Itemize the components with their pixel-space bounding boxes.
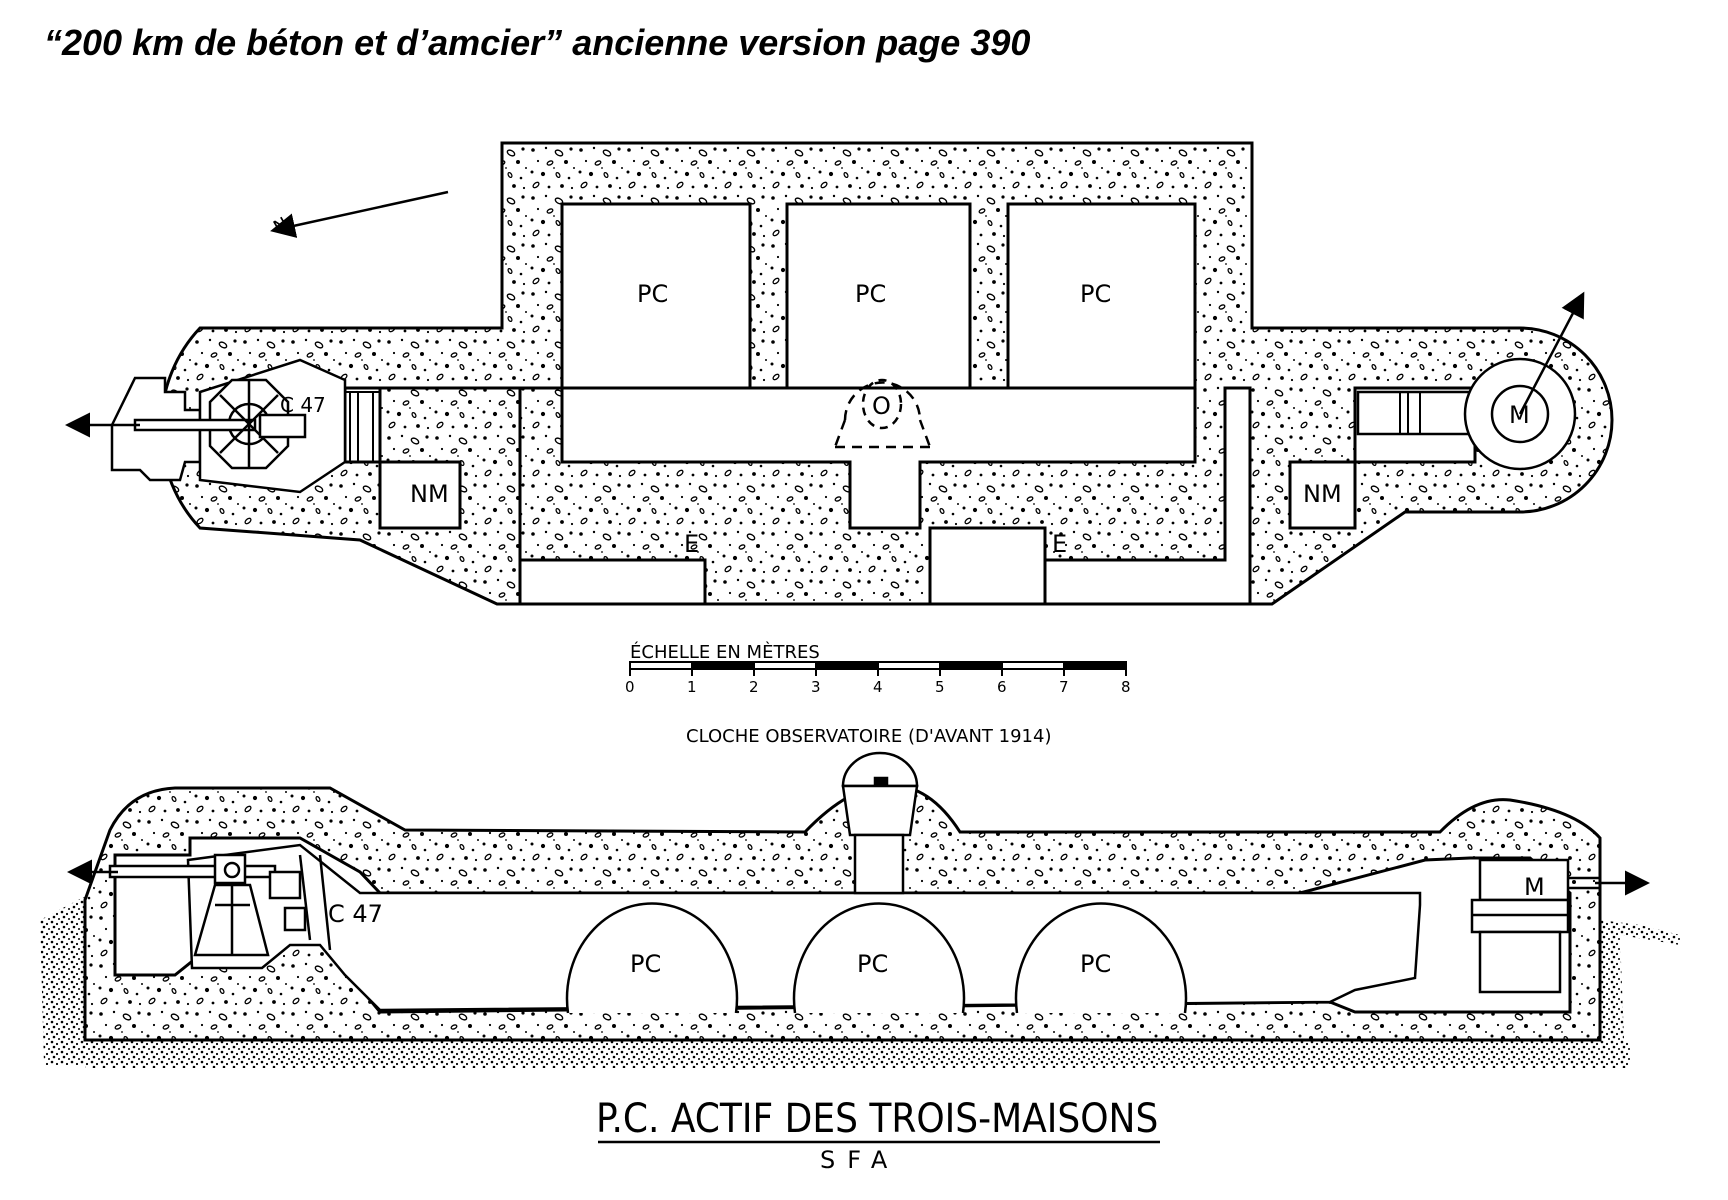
scale-tick-label: 8 [1121, 678, 1131, 696]
plan-gun-label: C 47 [280, 393, 326, 417]
scale-bar: ÉCHELLE EN MÈTRES 0 1 2 3 4 5 6 7 8 [625, 641, 1131, 696]
vault-2 [792, 902, 966, 1014]
scale-tick-label: 2 [749, 678, 759, 696]
observation-bell-section [841, 751, 919, 895]
mortar-direction-arrow [1518, 291, 1585, 415]
section-mortar-label: M [1524, 873, 1545, 901]
corridor-rails-right [1399, 392, 1421, 434]
section-mortar-icon [1470, 858, 1600, 994]
bell-ellipse [861, 378, 903, 430]
plan-mortar-label: M [1509, 401, 1530, 429]
scale-tick-label: 0 [625, 678, 635, 696]
section-gun-icon [108, 853, 332, 957]
plan-nm-label-left: NM [410, 480, 449, 508]
footer-title-block: P.C. ACTIF DES TROIS-MAISONS SFA [596, 1096, 1160, 1174]
scale-ticks: 0 1 2 3 4 5 6 7 8 [625, 662, 1131, 696]
section-pc-label-3: PC [1080, 950, 1111, 978]
plan-e-label-right: E [1052, 530, 1067, 558]
section-pc-label-1: PC [630, 950, 661, 978]
plan-pc-label-2: PC [855, 280, 886, 308]
footer-title: P.C. ACTIF DES TROIS-MAISONS [596, 1096, 1158, 1142]
plan-pc-label-1: PC [637, 280, 668, 308]
scale-tick-label: 3 [811, 678, 821, 696]
scale-label: ÉCHELLE EN MÈTRES [630, 641, 820, 663]
plan-pc-label-3: PC [1080, 280, 1111, 308]
scale-tick-label: 7 [1059, 678, 1069, 696]
north-label: N [270, 213, 292, 238]
corridor-rails-left [345, 391, 380, 463]
ground-right [1595, 920, 1680, 1065]
plan-concrete-mass [159, 141, 1614, 606]
footer-subtitle: SFA [820, 1146, 899, 1174]
plan-nm-label-right: NM [1303, 480, 1342, 508]
section-gun-label: C 47 [328, 900, 383, 928]
plan-bell-label: O [872, 392, 891, 420]
bell-caption: CLOCHE OBSERVATOIRE (D'AVANT 1914) [686, 726, 1051, 747]
plan-e-label-left: E [684, 530, 699, 558]
c47-gun-icon [133, 378, 307, 470]
section-view: CLOCHE OBSERVATOIRE (D'AVANT 1914) PC PC… [40, 726, 1680, 1068]
scale-tick-label: 1 [687, 678, 697, 696]
scale-tick-label: 6 [997, 678, 1007, 696]
section-pc-label-2: PC [857, 950, 888, 978]
scale-tick-label: 5 [935, 678, 945, 696]
ground-base [85, 1040, 1630, 1068]
plan-view: C 47 M O N [65, 141, 1614, 606]
observation-bell-plan [833, 381, 932, 449]
scale-tick-label: 4 [873, 678, 883, 696]
page-caption: “200 km de béton et d’amcier” ancienne v… [44, 22, 1031, 63]
mortar-corridor [1356, 390, 1477, 436]
vault-1 [565, 902, 739, 1014]
vault-3 [1014, 902, 1188, 1014]
north-arrow [270, 190, 449, 238]
